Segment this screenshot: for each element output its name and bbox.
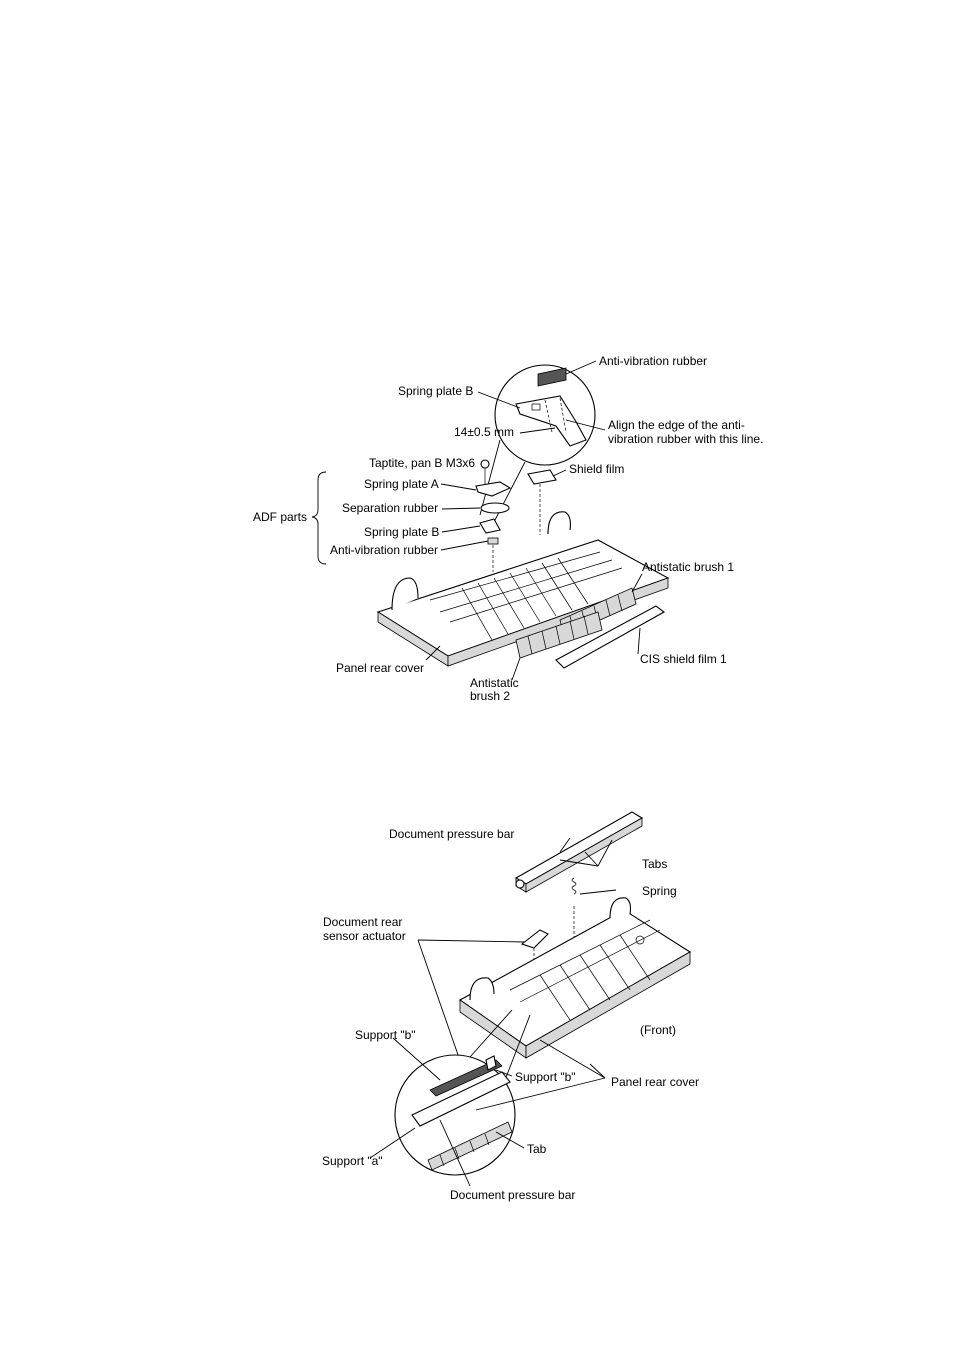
label-support-b-right: Support "b": [515, 1070, 576, 1084]
detail-pressure-bar: [411, 1071, 511, 1127]
label-panel-rear-cover-2: Panel rear cover: [611, 1075, 699, 1089]
adf-parts-brace: [311, 471, 327, 565]
detail-spring-plate-b: [515, 395, 587, 447]
label-tabs: Tabs: [642, 857, 667, 871]
figure-adf-parts: [311, 360, 670, 681]
label-antistatic-brush-1: Antistatic brush 1: [642, 560, 734, 574]
figure1-labels: Anti-vibration rubber Spring plate B 14±…: [253, 354, 763, 703]
detail-anti-vibration-rubber: [537, 367, 567, 387]
part-anti-vibration-rubber: [487, 537, 499, 545]
label-dimension: 14±0.5 mm: [454, 425, 514, 439]
part-separation-rubber: [480, 502, 510, 514]
label-spring: Spring: [642, 884, 677, 898]
label-sensor-actuator-1: Document rear: [323, 915, 402, 929]
screw-taptite: [480, 459, 490, 469]
label-align-note-2: vibration rubber with this line.: [608, 432, 763, 446]
label-separation-rubber: Separation rubber: [342, 501, 438, 515]
label-anti-vibration-rubber: Anti-vibration rubber: [330, 543, 438, 557]
label-document-pressure-bar-top: Document pressure bar: [389, 827, 514, 841]
part-shield-film: [527, 469, 557, 485]
label-document-pressure-bar-bottom: Document pressure bar: [450, 1188, 575, 1202]
label-anti-vibration-rubber-top: Anti-vibration rubber: [599, 354, 707, 368]
label-support-a: Support "a": [322, 1154, 383, 1168]
part-cis-shield-film-1: [555, 605, 666, 669]
label-sensor-actuator-2: sensor actuator: [323, 929, 406, 943]
label-spring-plate-a: Spring plate A: [364, 477, 439, 491]
label-antistatic-brush-2-1: Antistatic: [470, 676, 519, 690]
part-spring-plate-a: [475, 481, 512, 497]
figure2-labels: Document pressure bar Tabs Spring Docume…: [322, 827, 699, 1202]
label-antistatic-brush-2-2: brush 2: [470, 689, 510, 703]
part-sensor-actuator: [520, 929, 549, 949]
part-document-pressure-bar: [514, 811, 644, 885]
label-align-note-1: Align the edge of the anti-: [608, 418, 745, 432]
label-support-b-left: Support "b": [355, 1028, 416, 1042]
label-tab: Tab: [527, 1142, 547, 1156]
figure-document-pressure-bar: [369, 811, 692, 1187]
label-panel-rear-cover: Panel rear cover: [336, 661, 424, 675]
part-spring-plate-b: [479, 518, 501, 534]
label-taptite: Taptite, pan B M3x6: [369, 456, 475, 470]
label-spring-plate-b-top: Spring plate B: [398, 384, 473, 398]
label-cis-shield-film-1: CIS shield film 1: [640, 652, 727, 666]
part-spring: [571, 877, 577, 895]
label-shield-film: Shield film: [569, 462, 624, 476]
label-adf-parts: ADF parts: [253, 510, 307, 524]
part-antistatic-brush-2: [515, 611, 603, 659]
label-spring-plate-b: Spring plate B: [364, 525, 439, 539]
label-front: (Front): [640, 1023, 676, 1037]
